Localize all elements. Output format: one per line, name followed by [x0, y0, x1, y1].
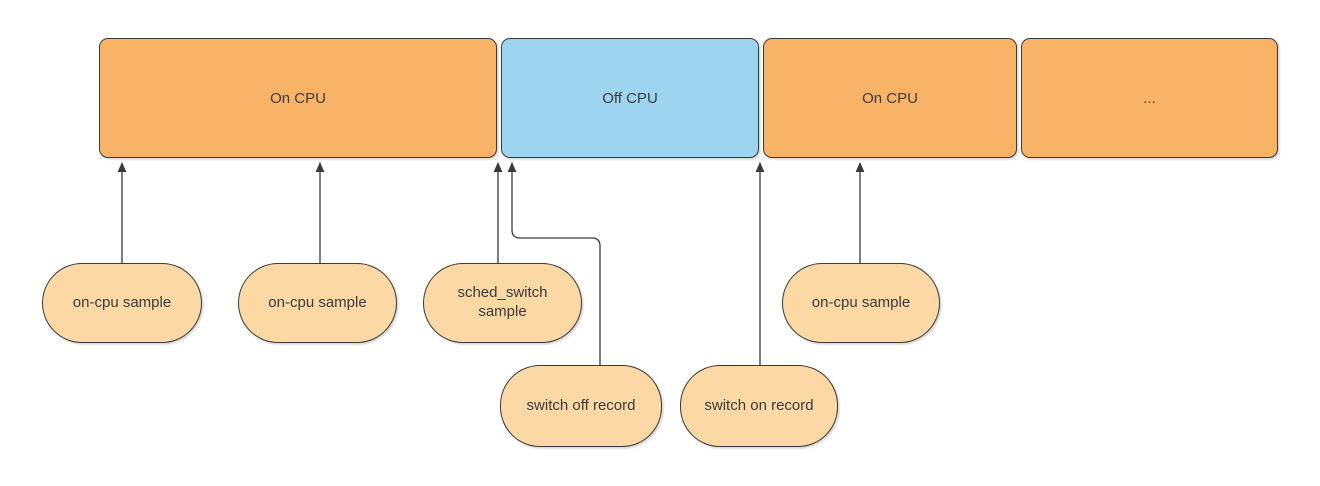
timeline-block-label: ... [1143, 89, 1156, 107]
annotation-label: sched_switch sample [457, 284, 548, 320]
annotation-switch-on-record: switch on record [680, 365, 838, 447]
timeline-block-label: On CPU [270, 89, 326, 107]
annotation-on-cpu-sample-3: on-cpu sample [782, 263, 940, 343]
timeline-block-label: On CPU [862, 89, 918, 107]
annotation-label: switch on record [704, 396, 814, 414]
annotation-sched-switch-sample: sched_switch sample [423, 263, 582, 343]
annotation-label: switch off record [526, 396, 636, 414]
annotation-label: on-cpu sample [811, 293, 911, 311]
annotation-on-cpu-sample-2: on-cpu sample [238, 263, 397, 343]
annotation-on-cpu-sample-1: on-cpu sample [42, 263, 202, 343]
timeline-block-label: Off CPU [602, 89, 658, 107]
timeline-block-on-cpu-2: On CPU [763, 38, 1017, 158]
annotation-label: on-cpu sample [72, 293, 172, 311]
timeline-block-off-cpu: Off CPU [501, 38, 759, 158]
annotation-label: on-cpu sample [268, 293, 367, 311]
timeline-block-on-cpu-1: On CPU [99, 38, 497, 158]
timeline-block-ellipsis: ... [1021, 38, 1278, 158]
annotation-switch-off-record: switch off record [500, 365, 662, 447]
